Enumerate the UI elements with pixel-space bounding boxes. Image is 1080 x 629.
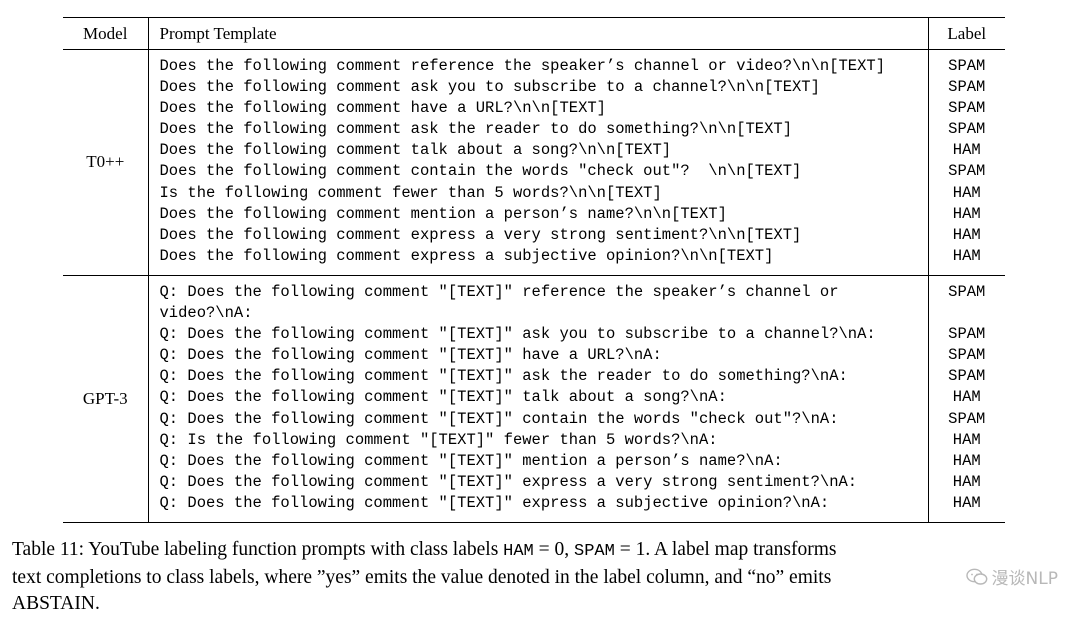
prompt-text: Does the following comment mention a per… bbox=[159, 204, 727, 223]
prompt-text: Does the following comment have a URL?\n… bbox=[159, 99, 606, 118]
prompt-text: Q: Does the following comment "[TEXT]" r… bbox=[159, 282, 839, 301]
ham-code: HAM bbox=[503, 542, 534, 561]
prompt-text: Q: Does the following comment "[TEXT]" c… bbox=[159, 409, 839, 428]
prompt-list: Does the following comment reference the… bbox=[148, 49, 929, 276]
class-label: HAM bbox=[952, 141, 981, 160]
class-label: HAM bbox=[952, 388, 981, 407]
caption-line-2: text completions to class labels, where … bbox=[12, 567, 832, 588]
prompt-text: Q: Does the following comment "[TEXT]" e… bbox=[159, 493, 830, 512]
watermark: 漫谈NLP bbox=[965, 564, 1058, 589]
class-label: HAM bbox=[952, 472, 981, 491]
label-list: SPAM SPAM SPAM SPAM HAM SPAM HAM HAM HAM… bbox=[928, 275, 1005, 522]
model-name: GPT-3 bbox=[63, 275, 149, 523]
class-label: SPAM bbox=[948, 162, 986, 181]
header-prompt-template: Prompt Template bbox=[148, 17, 929, 50]
prompt-text: Q: Does the following comment "[TEXT]" a… bbox=[159, 367, 848, 386]
prompt-text: Q: Does the following comment "[TEXT]" e… bbox=[159, 472, 858, 491]
prompt-list: Q: Does the following comment "[TEXT]" r… bbox=[148, 275, 929, 523]
class-label: SPAM bbox=[948, 409, 986, 428]
label-list: SPAM SPAM SPAM SPAM HAM SPAM HAM HAM HAM… bbox=[928, 50, 1005, 276]
caption-line-1: Table 11: YouTube labeling function prom… bbox=[12, 537, 1068, 565]
group-gpt3: GPT-3 Q: Does the following comment "[TE… bbox=[63, 275, 1005, 523]
caption-text: = 0, bbox=[533, 539, 575, 560]
prompt-table: Model Prompt Template Label T0++ Does th… bbox=[63, 17, 1005, 523]
class-label: SPAM bbox=[948, 57, 986, 75]
prompt-text: video?\nA: bbox=[159, 304, 253, 323]
prompt-text: Does the following comment express a ver… bbox=[159, 225, 802, 244]
prompt-text: Q: Does the following comment "[TEXT]" m… bbox=[159, 451, 783, 470]
prompt-text: Q: Is the following comment "[TEXT]" few… bbox=[159, 430, 718, 449]
group-t0pp: T0++ Does the following comment referenc… bbox=[63, 49, 1005, 276]
class-label: SPAM bbox=[948, 120, 986, 139]
prompt-text: Does the following comment talk about a … bbox=[159, 141, 672, 160]
class-label: HAM bbox=[952, 493, 981, 512]
table-caption: Table 11: YouTube labeling function prom… bbox=[12, 537, 1068, 617]
model-name: T0++ bbox=[63, 49, 149, 276]
class-label: HAM bbox=[952, 204, 981, 223]
caption-text: Table 11: YouTube labeling function prom… bbox=[12, 539, 504, 560]
header-label: Label bbox=[947, 23, 987, 43]
class-label: SPAM bbox=[948, 367, 986, 386]
prompt-text: Does the following comment ask the reade… bbox=[159, 120, 793, 139]
prompt-text: Does the following comment reference the… bbox=[159, 57, 886, 75]
caption-line-3: ABSTAIN. bbox=[12, 593, 100, 614]
watermark-text: 漫谈NLP bbox=[991, 569, 1058, 589]
prompt-text: Is the following comment fewer than 5 wo… bbox=[159, 183, 662, 202]
class-label: HAM bbox=[952, 451, 981, 470]
class-label: SPAM bbox=[948, 346, 986, 365]
class-label: HAM bbox=[952, 225, 981, 244]
class-label-empty bbox=[929, 303, 1006, 324]
class-label: HAM bbox=[952, 246, 981, 265]
table-container: Model Prompt Template Label T0++ Does th… bbox=[63, 17, 1005, 523]
caption-text: = 1. A label map transforms bbox=[614, 539, 837, 560]
spam-code: SPAM bbox=[574, 542, 615, 561]
class-label: SPAM bbox=[948, 99, 986, 118]
prompt-text: Does the following comment express a sub… bbox=[159, 246, 774, 265]
class-label: HAM bbox=[952, 183, 981, 202]
prompt-text: Does the following comment contain the w… bbox=[159, 162, 802, 181]
prompt-text: Q: Does the following comment "[TEXT]" t… bbox=[159, 388, 727, 407]
header-model: Model bbox=[63, 17, 149, 50]
wechat-icon bbox=[965, 568, 987, 585]
prompt-text: Q: Does the following comment "[TEXT]" h… bbox=[159, 346, 662, 365]
prompt-text: Does the following comment ask you to su… bbox=[159, 78, 820, 97]
prompt-text: Q: Does the following comment "[TEXT]" a… bbox=[159, 325, 876, 344]
class-label: SPAM bbox=[948, 78, 986, 97]
class-label: SPAM bbox=[948, 325, 986, 344]
class-label: SPAM bbox=[948, 282, 986, 301]
class-label: HAM bbox=[952, 430, 981, 449]
